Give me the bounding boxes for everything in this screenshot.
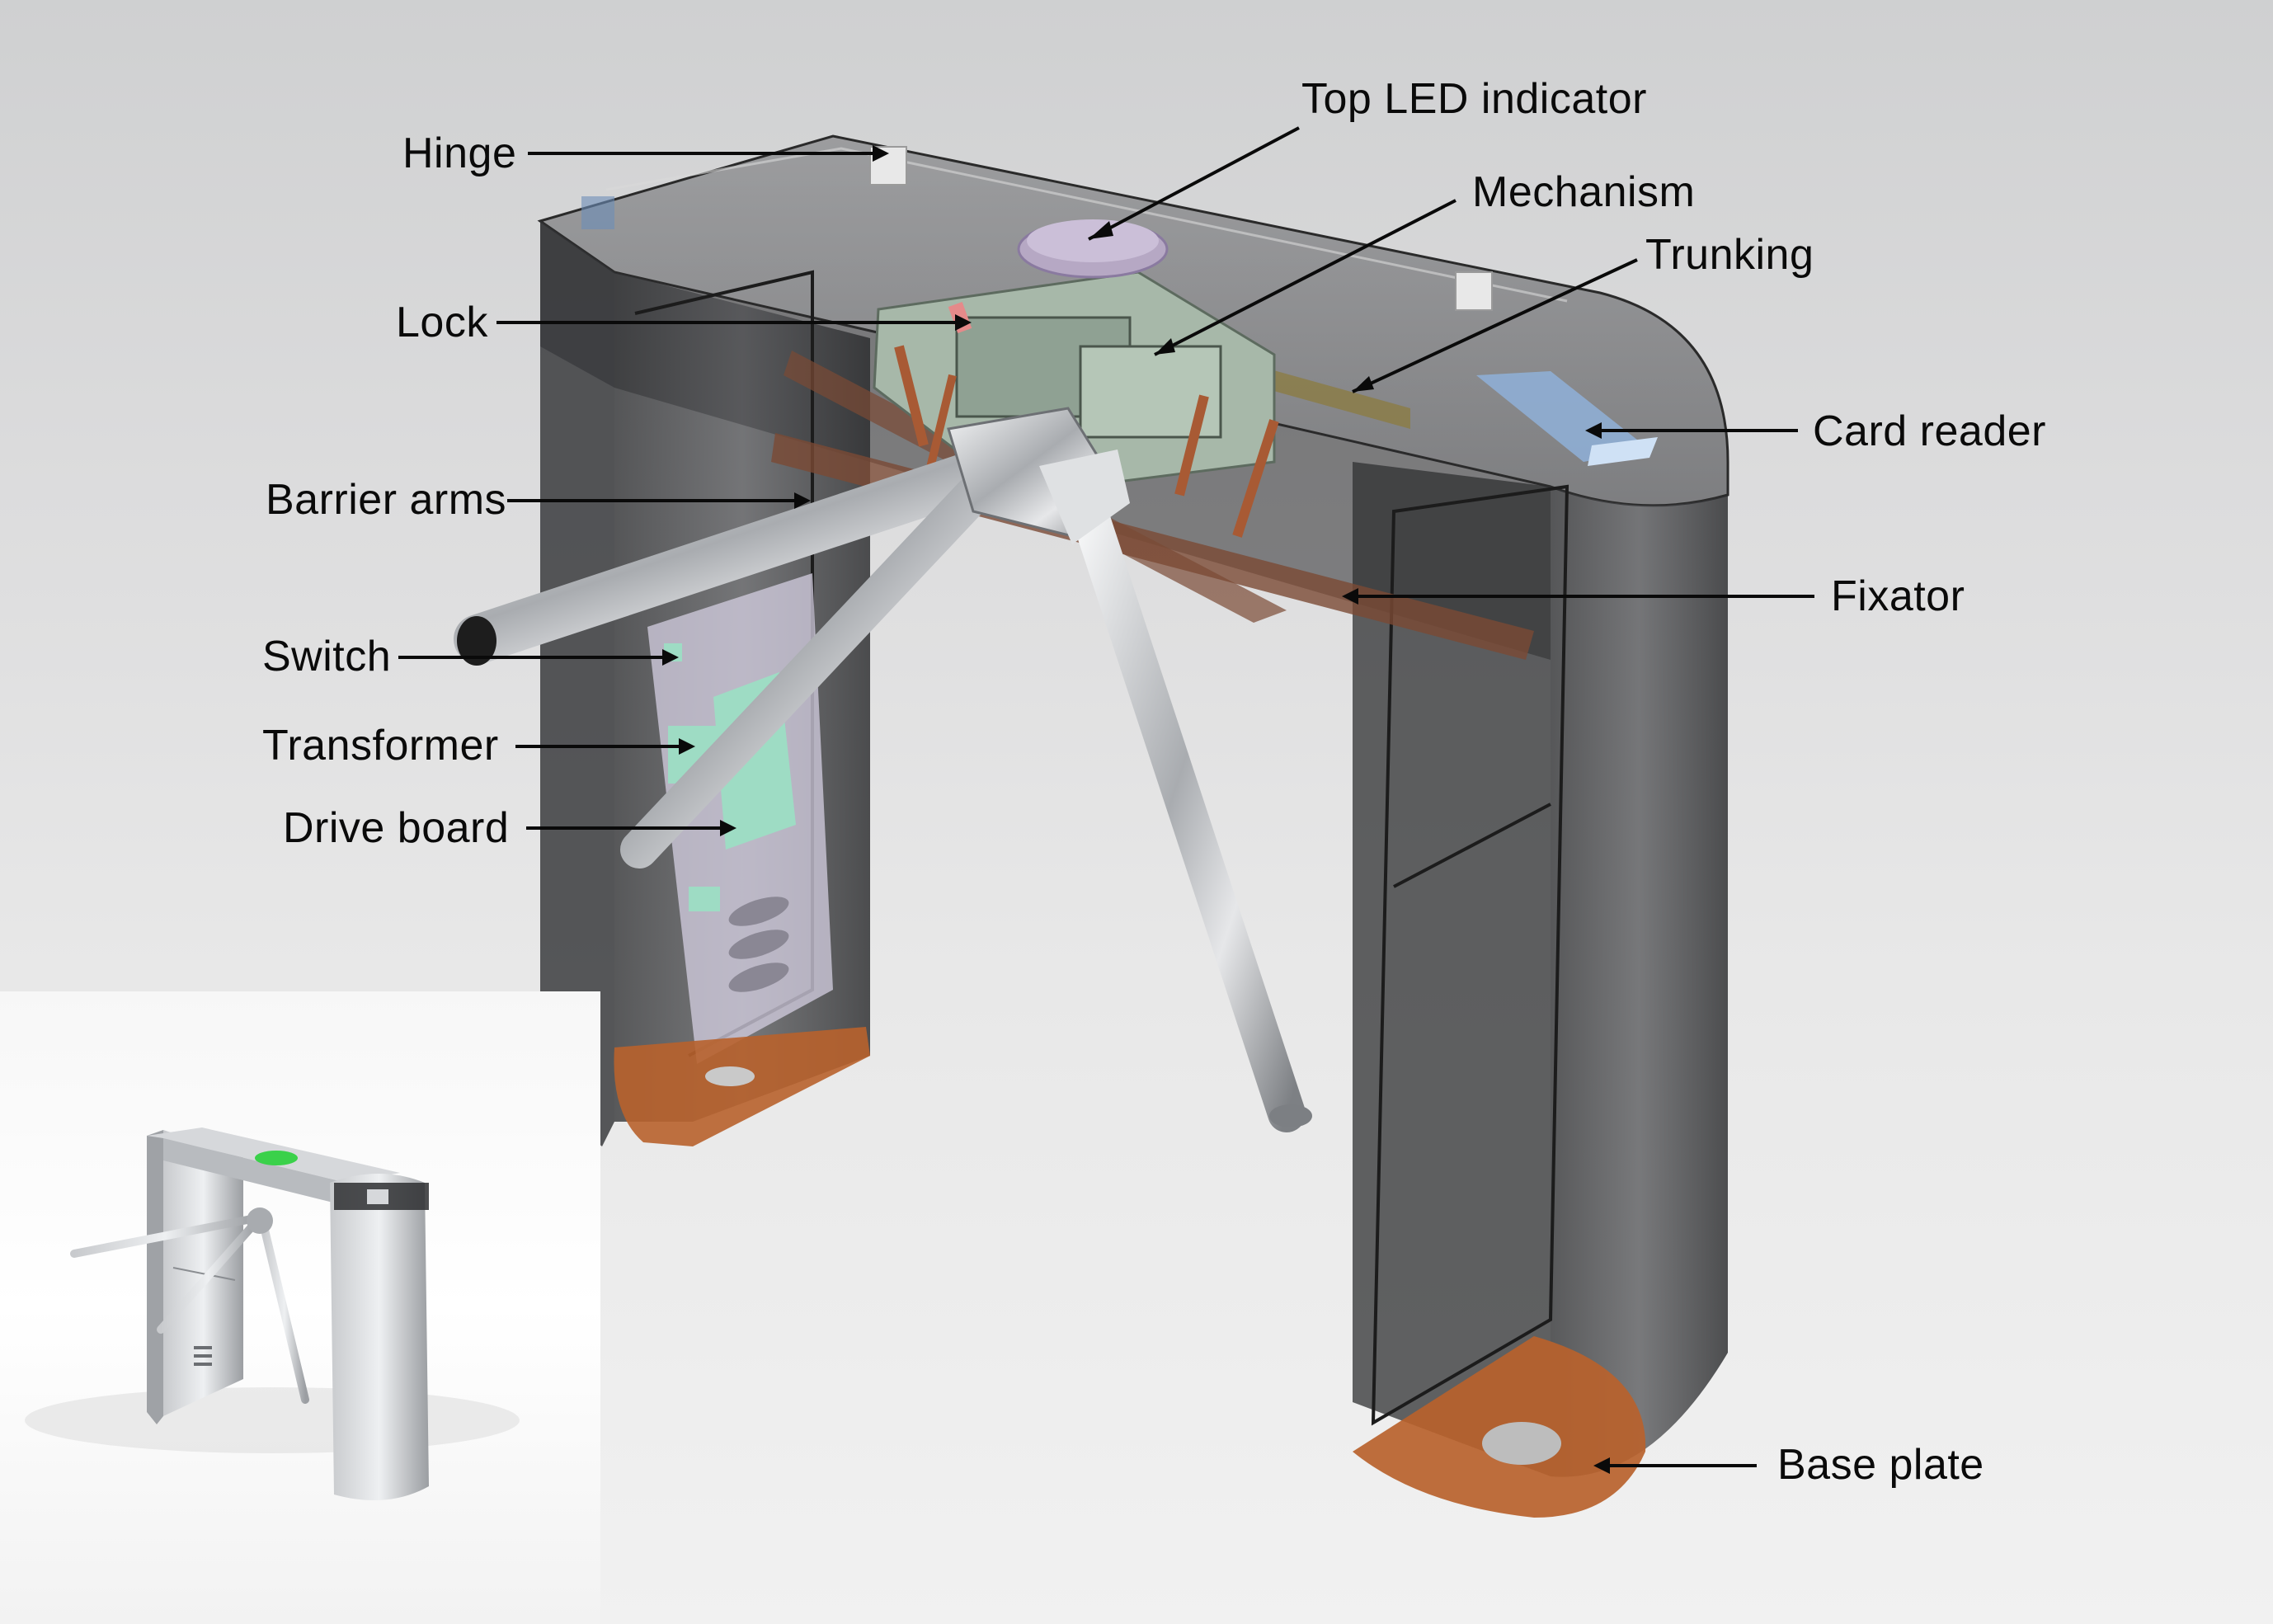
label-lock: Lock <box>396 299 488 346</box>
right-pillar <box>1353 462 1728 1518</box>
left-pillar <box>540 221 870 1146</box>
leader-arrowheads <box>662 145 1610 1474</box>
label-hinge: Hinge <box>402 129 517 177</box>
label-base-plate: Base plate <box>1777 1441 1984 1489</box>
label-mechanism: Mechanism <box>1472 168 1696 216</box>
label-drive-board: Drive board <box>283 804 510 852</box>
label-trunking: Trunking <box>1645 231 1814 279</box>
label-fixator: Fixator <box>1831 572 1965 620</box>
trunking <box>1262 367 1410 429</box>
label-top-led-indicator: Top LED indicator <box>1301 75 1647 123</box>
label-switch: Switch <box>262 633 392 680</box>
label-transformer: Transformer <box>262 722 499 770</box>
barrier-arms <box>454 407 1312 1132</box>
assembled-turnstile-inset <box>0 991 600 1624</box>
leader-lines <box>398 126 1814 1467</box>
assembled-turnstile-illustration <box>25 1127 520 1501</box>
inset-led <box>255 1151 298 1165</box>
label-barrier-arms: Barrier arms <box>266 476 507 524</box>
label-card-reader: Card reader <box>1813 407 2046 455</box>
card-reader <box>1476 371 1658 466</box>
